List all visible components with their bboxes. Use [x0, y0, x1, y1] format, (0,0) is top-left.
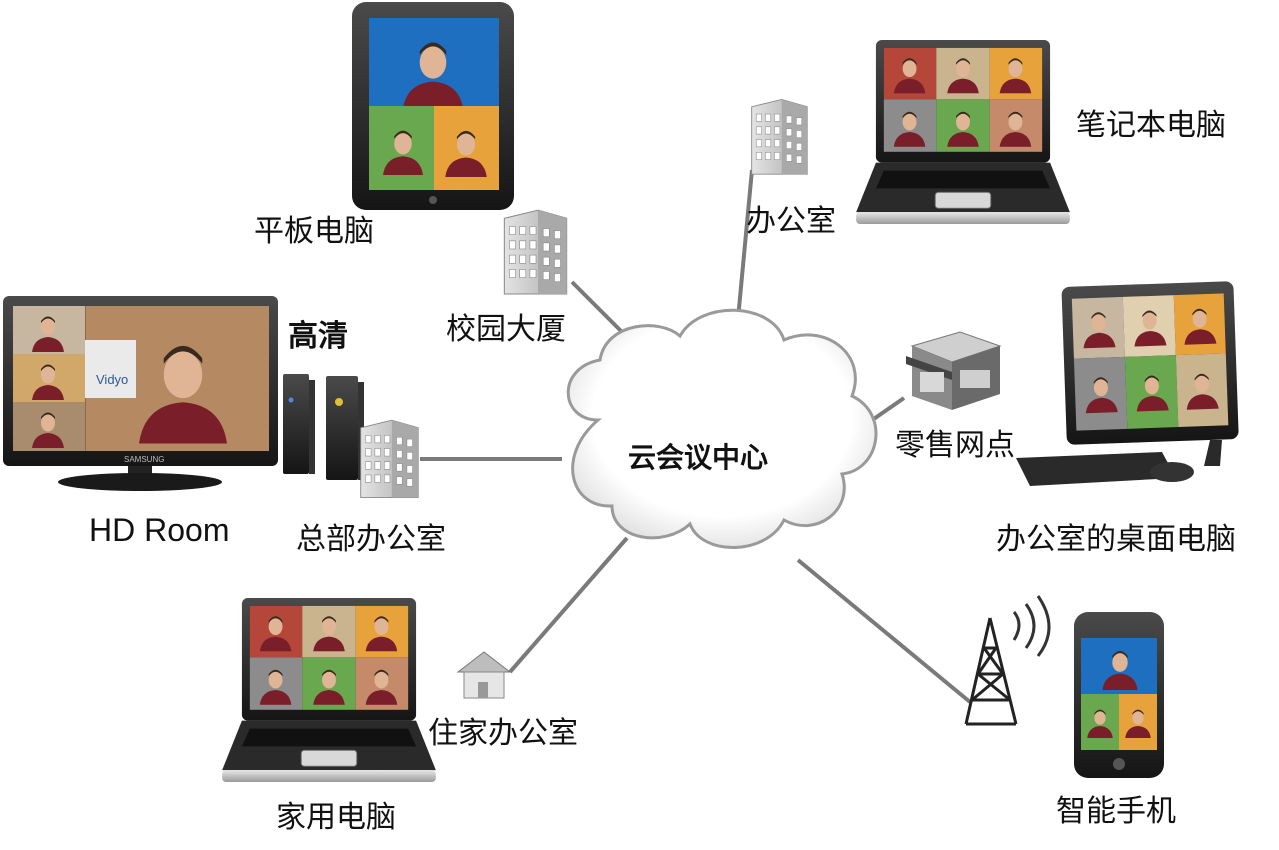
label-laptop-top: 笔记本电脑 — [1076, 108, 1226, 143]
store-icon — [906, 331, 1002, 410]
link-phone — [796, 558, 972, 704]
label-campus-building: 校园大厦 — [446, 312, 566, 347]
label-hd: 高清 — [288, 319, 348, 354]
server-tower — [326, 376, 364, 480]
tv-brand-text: SAMSUNG — [124, 455, 164, 464]
label-office-top: 办公室 — [746, 204, 836, 239]
label-home-office: 住家办公室 — [428, 716, 578, 751]
building-icon — [360, 419, 419, 499]
building-icon — [503, 209, 568, 295]
smartphone-device — [1074, 612, 1164, 778]
laptop-device — [222, 598, 436, 782]
label-hq-office: 总部办公室 — [296, 522, 446, 557]
server-tower — [283, 374, 315, 474]
cloud-shape — [566, 308, 878, 549]
cloud-hub-label: 云会议中心 — [628, 441, 769, 474]
building-icon — [751, 98, 808, 175]
label-home-pc: 家用电脑 — [276, 800, 396, 835]
label-hd-room: HD Room — [89, 512, 230, 548]
monitor-device — [1016, 281, 1239, 486]
label-tablet: 平板电脑 — [254, 214, 374, 249]
label-retail: 零售网点 — [895, 428, 1015, 463]
label-smartphone: 智能手机 — [1056, 794, 1176, 829]
tablet-device — [352, 2, 514, 210]
link-campus — [570, 280, 630, 340]
link-home — [508, 536, 629, 674]
tv-device: Vidyo SAMSUNG — [3, 296, 278, 491]
tv-logo-text: Vidyo — [96, 372, 128, 387]
laptop-device — [856, 40, 1070, 224]
radio-tower-icon — [964, 595, 1051, 726]
house-icon — [456, 651, 512, 699]
label-office-desktop: 办公室的桌面电脑 — [996, 522, 1236, 557]
